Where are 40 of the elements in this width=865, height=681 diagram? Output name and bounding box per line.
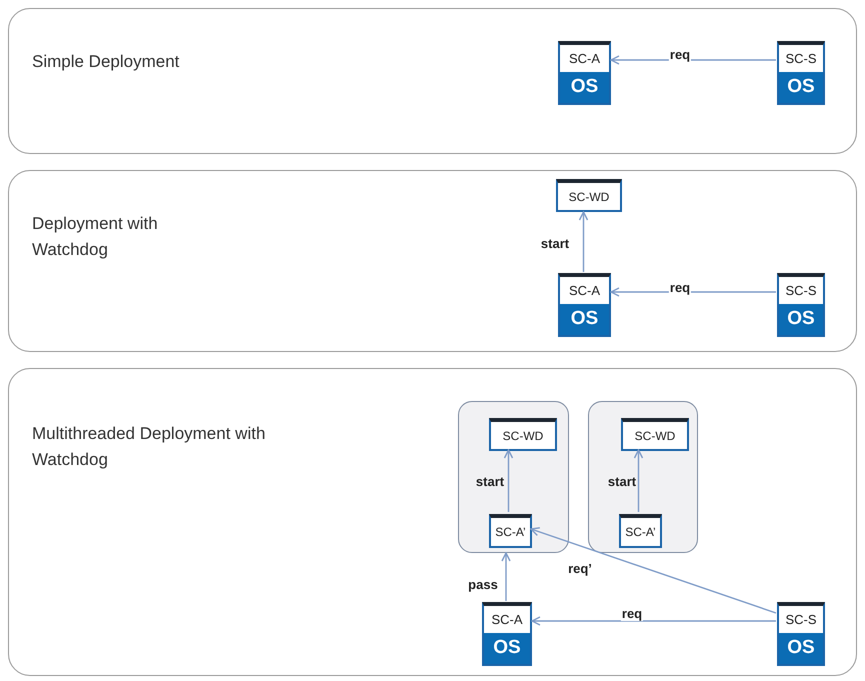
component-box: SC-WD <box>621 418 689 451</box>
thread-group <box>588 401 698 553</box>
os-bar: OS <box>560 304 609 335</box>
os-bar: OS <box>560 72 609 103</box>
section-title: Simple Deployment <box>32 51 180 73</box>
arrow <box>578 211 588 272</box>
arrow <box>501 552 511 601</box>
thread-group <box>458 401 569 553</box>
arrow <box>610 55 776 65</box>
section-panel <box>8 368 857 676</box>
component-label: SC-A <box>568 282 602 300</box>
component-box: SC-WD <box>556 179 622 212</box>
arrow <box>610 287 776 297</box>
arrow <box>530 527 776 614</box>
os-bar: OS <box>779 304 823 335</box>
component-label: SC-S <box>784 50 818 68</box>
section-title: Multithreaded Deployment with Watchdog <box>32 423 266 471</box>
component-label: SC-A <box>568 50 602 68</box>
component-stack <box>482 602 532 666</box>
component-label: SC-S <box>784 282 818 300</box>
component-label: SC-A <box>490 610 524 629</box>
component-box: SC-A’ <box>489 514 532 548</box>
arrow <box>531 616 776 626</box>
os-bar: OS <box>779 72 823 103</box>
component-stack <box>777 273 825 337</box>
edge-label: req’ <box>567 561 593 576</box>
component-box: SC-A’ <box>619 514 662 548</box>
component-label: SC-S <box>784 610 818 629</box>
component-stack <box>777 41 825 105</box>
component-stack <box>777 602 825 666</box>
section-panel <box>8 8 857 154</box>
section-title: Deployment with Watchdog <box>32 213 159 261</box>
section-panel <box>8 170 857 352</box>
component-stack <box>558 41 611 105</box>
os-bar: OS <box>779 633 823 664</box>
arrow <box>504 449 514 512</box>
component-box: SC-WD <box>489 418 557 451</box>
os-bar: OS <box>484 633 530 664</box>
arrow <box>634 449 644 512</box>
component-stack <box>558 273 611 337</box>
